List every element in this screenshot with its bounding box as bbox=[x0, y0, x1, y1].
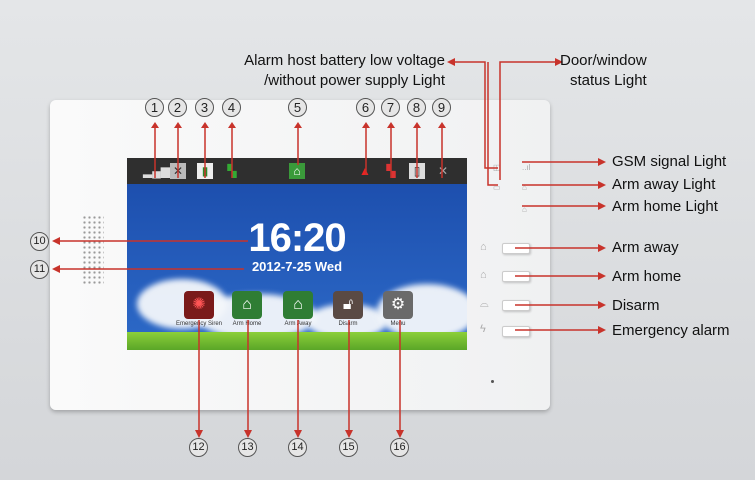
arm-home-led-icon: ⌂ bbox=[522, 205, 527, 214]
door-led-icon: ▭ bbox=[493, 183, 501, 192]
emergency-alarm-label: Emergency alarm bbox=[612, 322, 730, 339]
speaker-grille bbox=[82, 215, 104, 285]
battery-light-label-line2: /without power supply Light bbox=[264, 72, 445, 89]
disarm-label: Disarm bbox=[612, 297, 660, 314]
disarm-button[interactable]: 🔓︎ bbox=[333, 291, 363, 319]
callout-3: 3 bbox=[195, 98, 214, 117]
callout-14: 14 bbox=[288, 438, 307, 457]
arm-home-button[interactable]: ⌂ bbox=[232, 291, 262, 319]
menu-label: Menu bbox=[390, 321, 406, 327]
clock-time: 16:20 bbox=[248, 216, 346, 260]
callout-9: 9 bbox=[432, 98, 451, 117]
arm-away-light-label: Arm away Light bbox=[612, 176, 716, 193]
sky-background bbox=[127, 184, 467, 350]
door-light-label-line2: status Light bbox=[570, 72, 647, 89]
grass-background bbox=[127, 332, 467, 350]
callout-15: 15 bbox=[339, 438, 358, 457]
arm-away-label: Arm away bbox=[612, 239, 679, 256]
callout-7: 7 bbox=[381, 98, 400, 117]
arm-home-label: Arm home bbox=[612, 268, 682, 285]
arm-home-label: Arm Home bbox=[232, 321, 262, 327]
callout-1: 1 bbox=[145, 98, 164, 117]
callout-8: 8 bbox=[407, 98, 426, 117]
clock-date: 2012-7-25 Wed bbox=[251, 259, 343, 274]
microphone-hole bbox=[491, 380, 494, 383]
arm-away-button[interactable]: ⌂ bbox=[283, 291, 313, 319]
touch-screen: ▂▄▆ ✕ ▮ ▚ ⌂ ▲ ▚ ▯ ✕ 16:20 2012-7-25 Wed … bbox=[127, 158, 467, 350]
door-light-label-line1: Door/window bbox=[560, 52, 647, 69]
gsm-signal-light-label: GSM signal Light bbox=[612, 153, 727, 170]
callout-13: 13 bbox=[238, 438, 257, 457]
emergency-siren-button[interactable]: ✺ bbox=[184, 291, 214, 319]
arm-home-key-icon: ⌂ bbox=[480, 269, 487, 281]
arm-away-key-icon: ⌂ bbox=[480, 241, 487, 253]
arm-away-led-icon: ⌂ bbox=[522, 183, 527, 192]
disarm-label: Disarm bbox=[338, 321, 358, 327]
emergency-hardware-button[interactable] bbox=[502, 326, 530, 337]
callout-12: 12 bbox=[189, 438, 208, 457]
callout-2: 2 bbox=[168, 98, 187, 117]
callout-11: 11 bbox=[30, 260, 49, 279]
arm-home-status-icon: ⌂ bbox=[289, 163, 305, 179]
battery-light-label-line1: Alarm host battery low voltage bbox=[244, 52, 445, 69]
tamper-icon: ✕ bbox=[437, 164, 449, 178]
gsm-led-icon: ..ıl bbox=[522, 163, 531, 172]
arm-home-light-label: Arm home Light bbox=[612, 198, 718, 215]
callout-6: 6 bbox=[356, 98, 375, 117]
disarm-key-icon: ⌓ bbox=[480, 298, 489, 310]
callout-4: 4 bbox=[222, 98, 241, 117]
emergency-key-icon: ϟ bbox=[480, 323, 486, 335]
callout-16: 16 bbox=[390, 438, 409, 457]
callout-5: 5 bbox=[288, 98, 307, 117]
menu-button[interactable]: ⚙ bbox=[383, 291, 413, 319]
callout-10: 10 bbox=[30, 232, 49, 251]
alarm-siren-icon: ▲ bbox=[359, 164, 371, 178]
